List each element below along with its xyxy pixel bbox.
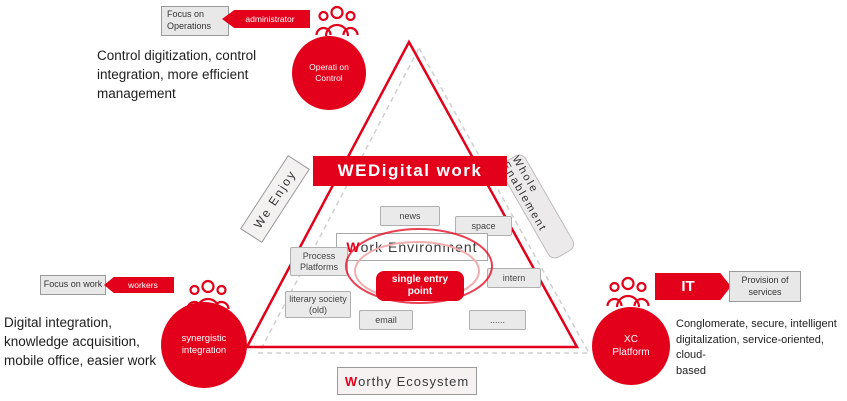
edge-label-we-enjoy-text: We Enjoy xyxy=(250,167,300,231)
focus-work-text: Focus on work xyxy=(43,279,103,290)
focus-operations-box: Focus on Operations xyxy=(161,6,229,36)
it-arrow-text: IT xyxy=(681,278,695,295)
worthy-ecosystem-highlight: W xyxy=(344,373,359,389)
work-environment-rest: ork Environment xyxy=(360,239,478,255)
workers-arrow-text: workers xyxy=(128,280,158,290)
node-intern: intern xyxy=(487,268,541,288)
administrators-group-icon xyxy=(315,5,359,37)
xc-platform-circle: XC Platform xyxy=(592,307,670,385)
node-email: email xyxy=(359,310,413,330)
provision-services-text: Provision of services xyxy=(741,274,789,297)
work-environment-highlight: W xyxy=(346,239,361,255)
administrator-arrow: administrator xyxy=(222,10,310,28)
node-news: news xyxy=(380,206,440,226)
single-entry-point-text: single entry point xyxy=(391,273,449,298)
it-arrow: IT xyxy=(655,273,731,300)
node-email-text: email xyxy=(375,314,397,325)
node-process-platforms: Process Platforms xyxy=(290,247,348,276)
title-banner-text: WEDigital work xyxy=(337,161,483,180)
it-group-icon xyxy=(606,276,650,308)
edge-label-we-enjoy: We Enjoy xyxy=(240,155,310,243)
node-news-text: news xyxy=(399,210,421,221)
node-ellipsis: ...... xyxy=(469,310,526,330)
single-entry-point-box: single entry point xyxy=(376,271,464,301)
synergistic-integration-circle: synergistic integration xyxy=(161,302,247,388)
xc-platform-text: XC Platform xyxy=(612,334,650,358)
node-literary-society-text: literary society (old) xyxy=(289,294,347,315)
administrator-arrow-text: administrator xyxy=(245,14,295,24)
node-space-text: space xyxy=(471,220,496,231)
focus-work-box: Focus on work xyxy=(40,275,106,295)
operation-control-text: Operati on Control xyxy=(309,61,349,83)
edge-label-whole-enablement: Whole Enablement xyxy=(496,151,578,262)
it-description: Conglomerate, secure, intelligent digita… xyxy=(676,318,837,377)
node-ellipsis-text: ...... xyxy=(489,314,505,325)
workers-arrow: workers xyxy=(104,277,174,293)
node-process-platforms-text: Process Platforms xyxy=(299,251,338,272)
focus-operations-text: Focus on Operations xyxy=(167,9,212,31)
provision-services-box: Provision of services xyxy=(729,271,801,302)
edge-label-whole-enablement-text: Whole Enablement xyxy=(499,153,550,234)
operation-control-circle: Operati on Control xyxy=(292,36,366,110)
synergistic-integration-text: synergistic integration xyxy=(181,332,227,356)
administrator-description: Control digitization, control integratio… xyxy=(97,48,257,102)
workers-description: Digital integration, knowledge acquisiti… xyxy=(4,315,157,369)
worthy-ecosystem-rest: orthy Ecosystem xyxy=(358,373,470,389)
node-literary-society: literary society (old) xyxy=(285,291,351,318)
title-banner: WEDigital work xyxy=(313,156,507,186)
node-intern-text: intern xyxy=(502,272,526,283)
